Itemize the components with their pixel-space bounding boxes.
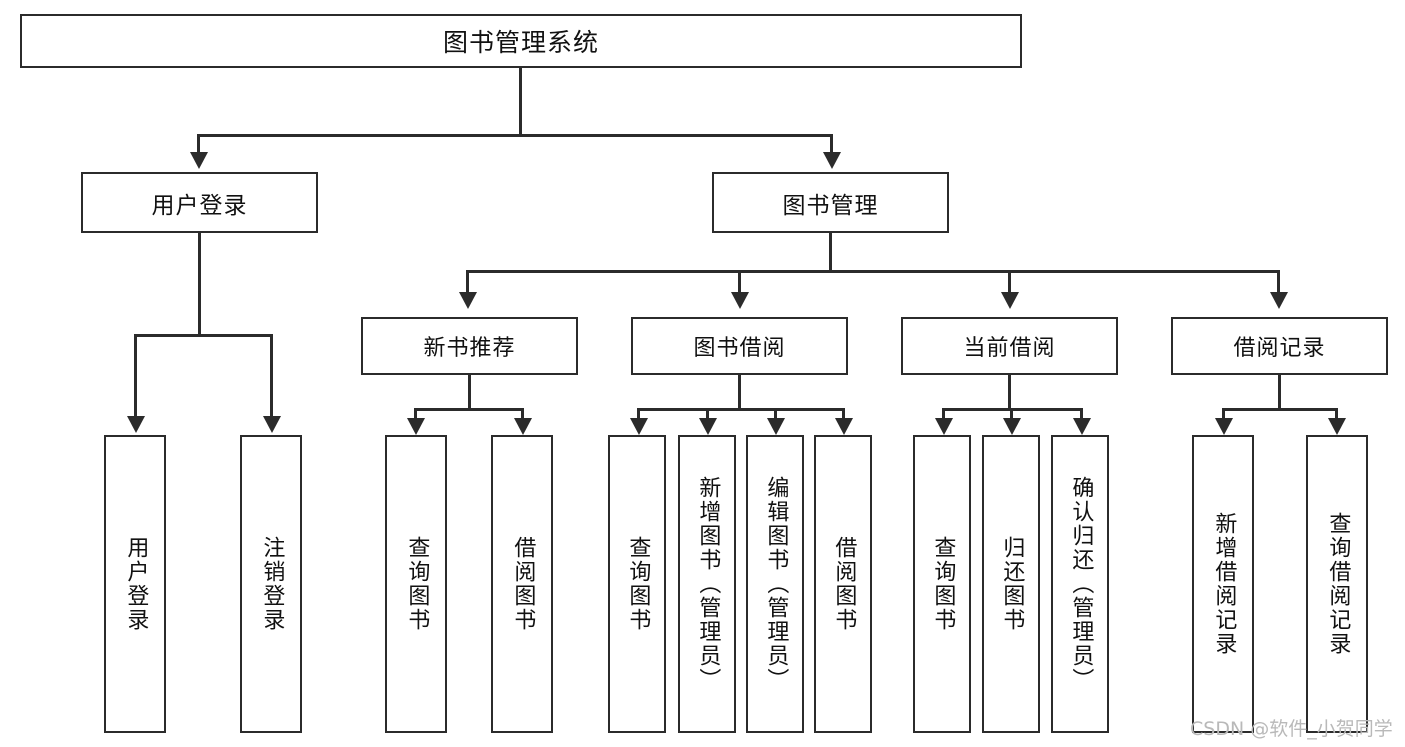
arrow-root-to-book-management bbox=[823, 152, 841, 169]
leaf-query-borrow-record[interactable]: 查询借阅记录 bbox=[1306, 435, 1368, 733]
arrow-nbr-leaf-2 bbox=[514, 418, 532, 435]
connector-bm-drop-book-borrow bbox=[738, 270, 741, 294]
connector-root-to-book-management bbox=[830, 134, 833, 156]
node-label: 借阅记录 bbox=[1233, 336, 1326, 361]
leaf-label: 归还图书 bbox=[999, 536, 1025, 632]
leaf-confirm-return[interactable]: 确认归还（管理员） bbox=[1051, 435, 1109, 733]
connector-bm-drop-new-book bbox=[466, 270, 469, 294]
arrow-nbr-leaf-1 bbox=[407, 418, 425, 435]
arrow-bm-to-borrow-record bbox=[1270, 292, 1288, 309]
arrow-cb-leaf-3 bbox=[1073, 418, 1091, 435]
connector-bb-stem bbox=[738, 375, 741, 408]
arrow-cb-leaf-1 bbox=[935, 418, 953, 435]
arrow-user-login-leaf-2 bbox=[263, 416, 281, 433]
node-book-management[interactable]: 图书管理 bbox=[712, 172, 949, 233]
leaf-query-book-recommend[interactable]: 查询图书 bbox=[385, 435, 447, 733]
connector-br-drop-1 bbox=[1222, 408, 1225, 420]
leaf-label: 编辑图书（管理员） bbox=[763, 476, 789, 692]
connector-br-stem bbox=[1278, 375, 1281, 408]
node-label: 新书推荐 bbox=[423, 336, 516, 361]
connector-nbr-stem bbox=[468, 375, 471, 408]
arrow-br-leaf-2 bbox=[1328, 418, 1346, 435]
node-user-login[interactable]: 用户登录 bbox=[81, 172, 318, 233]
connector-nbr-drop-1 bbox=[414, 408, 417, 420]
arrow-root-to-user-login bbox=[190, 152, 208, 169]
arrow-cb-leaf-2 bbox=[1003, 418, 1021, 435]
leaf-user-login[interactable]: 用户登录 bbox=[104, 435, 166, 733]
connector-br-drop-2 bbox=[1335, 408, 1338, 420]
node-new-book-recommend[interactable]: 新书推荐 bbox=[361, 317, 578, 375]
node-current-borrow[interactable]: 当前借阅 bbox=[901, 317, 1118, 375]
connector-user-login-drop-1 bbox=[134, 334, 137, 418]
connector-root-bus bbox=[197, 134, 833, 137]
leaf-add-book[interactable]: 新增图书（管理员） bbox=[678, 435, 736, 733]
connector-book-management-bus bbox=[466, 270, 1280, 273]
connector-cb-drop-1 bbox=[942, 408, 945, 420]
node-label: 图书借阅 bbox=[693, 336, 786, 361]
arrow-br-leaf-1 bbox=[1215, 418, 1233, 435]
connector-cb-stem bbox=[1008, 375, 1011, 408]
arrow-bm-to-new-book-recommend bbox=[459, 292, 477, 309]
connector-bm-drop-current-borrow bbox=[1008, 270, 1011, 294]
connector-cb-drop-2 bbox=[1010, 408, 1013, 420]
connector-bm-drop-borrow-record bbox=[1277, 270, 1280, 294]
connector-bb-drop-2 bbox=[706, 408, 709, 420]
leaf-query-book-current[interactable]: 查询图书 bbox=[913, 435, 971, 733]
connector-bb-bus bbox=[637, 408, 845, 411]
leaf-label: 借阅图书 bbox=[510, 536, 536, 632]
leaf-borrow-book[interactable]: 借阅图书 bbox=[814, 435, 872, 733]
connector-book-management-stem bbox=[829, 233, 832, 270]
connector-bb-drop-3 bbox=[774, 408, 777, 420]
node-root-system[interactable]: 图书管理系统 bbox=[20, 14, 1022, 68]
leaf-query-book-borrow[interactable]: 查询图书 bbox=[608, 435, 666, 733]
leaf-label: 新增借阅记录 bbox=[1211, 512, 1237, 656]
leaf-label: 新增图书（管理员） bbox=[695, 476, 721, 692]
leaf-borrow-book-recommend[interactable]: 借阅图书 bbox=[491, 435, 553, 733]
connector-root-stem bbox=[519, 68, 522, 134]
node-label: 当前借阅 bbox=[963, 336, 1056, 361]
csdn-watermark: CSDN @软件_小贺同学 bbox=[1190, 718, 1393, 740]
connector-root-to-user-login bbox=[197, 134, 200, 156]
arrow-bm-to-current-borrow bbox=[1001, 292, 1019, 309]
arrow-bb-leaf-2 bbox=[699, 418, 717, 435]
arrow-bm-to-book-borrow bbox=[731, 292, 749, 309]
leaf-label: 查询图书 bbox=[404, 536, 430, 632]
node-book-borrow[interactable]: 图书借阅 bbox=[631, 317, 848, 375]
leaf-user-logout[interactable]: 注销登录 bbox=[240, 435, 302, 733]
connector-nbr-bus bbox=[414, 408, 524, 411]
connector-br-bus bbox=[1222, 408, 1338, 411]
leaf-return-book[interactable]: 归还图书 bbox=[982, 435, 1040, 733]
node-borrow-record[interactable]: 借阅记录 bbox=[1171, 317, 1388, 375]
node-label: 图书管理 bbox=[782, 192, 879, 219]
connector-bb-drop-4 bbox=[842, 408, 845, 420]
leaf-label: 确认归还（管理员） bbox=[1068, 476, 1094, 692]
arrow-bb-leaf-1 bbox=[630, 418, 648, 435]
leaf-label: 用户登录 bbox=[123, 536, 149, 632]
connector-bb-drop-1 bbox=[637, 408, 640, 420]
leaf-label: 查询图书 bbox=[930, 536, 956, 632]
leaf-label: 查询图书 bbox=[625, 536, 651, 632]
leaf-edit-book[interactable]: 编辑图书（管理员） bbox=[746, 435, 804, 733]
leaf-label: 注销登录 bbox=[259, 536, 285, 632]
leaf-add-borrow-record[interactable]: 新增借阅记录 bbox=[1192, 435, 1254, 733]
connector-user-login-drop-2 bbox=[270, 334, 273, 418]
arrow-bb-leaf-4 bbox=[835, 418, 853, 435]
leaf-label: 查询借阅记录 bbox=[1325, 512, 1351, 656]
connector-user-login-bus bbox=[134, 334, 273, 337]
node-label: 用户登录 bbox=[151, 192, 248, 219]
connector-user-login-stem bbox=[198, 233, 201, 334]
node-label: 图书管理系统 bbox=[442, 28, 599, 57]
arrow-bb-leaf-3 bbox=[767, 418, 785, 435]
connector-nbr-drop-2 bbox=[521, 408, 524, 420]
leaf-label: 借阅图书 bbox=[831, 536, 857, 632]
arrow-user-login-leaf-1 bbox=[127, 416, 145, 433]
connector-cb-drop-3 bbox=[1080, 408, 1083, 420]
